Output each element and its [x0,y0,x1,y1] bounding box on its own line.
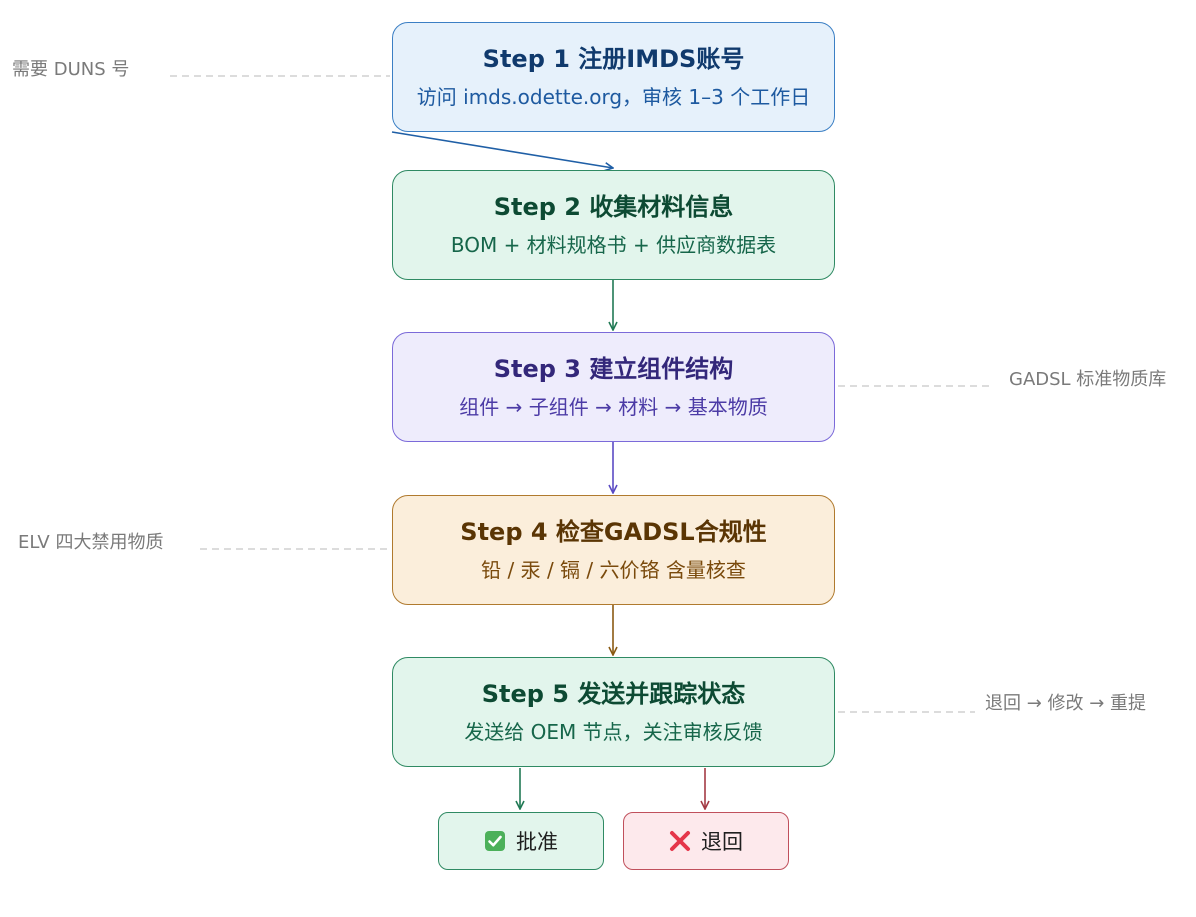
step-2-title: Step 2 收集材料信息 [493,193,734,221]
step-3-subtitle: 组件 → 子组件 → 材料 → 基本物质 [459,395,768,419]
step-5-title: Step 5 发送并跟踪状态 [481,680,746,708]
note-resubmit-loop: 退回 → 修改 → 重提 [985,693,1147,714]
step-4-title: Step 4 检查GADSL合规性 [460,518,767,546]
step-1-subtitle: 访问 imds.odette.org，审核 1–3 个工作日 [416,85,811,109]
reject-label: 退回 [701,830,743,854]
cross-mark-icon [669,830,691,852]
step-2-box: Step 2 收集材料信息 BOM + 材料规格书 + 供应商数据表 [392,170,835,280]
reject-box: 退回 [623,812,789,870]
step-5-subtitle: 发送给 OEM 节点，关注审核反馈 [464,720,763,744]
step-4-subtitle: 铅 / 汞 / 镉 / 六价铬 含量核查 [481,558,746,582]
step-2-subtitle: BOM + 材料规格书 + 供应商数据表 [450,233,777,257]
note-elv-substances: ELV 四大禁用物质 [18,532,164,553]
step-3-box: Step 3 建立组件结构 组件 → 子组件 → 材料 → 基本物质 [392,332,835,442]
step-4-box: Step 4 检查GADSL合规性 铅 / 汞 / 镉 / 六价铬 含量核查 [392,495,835,605]
step-1-title: Step 1 注册IMDS账号 [482,45,745,73]
step-3-title: Step 3 建立组件结构 [493,355,734,383]
note-gadsl-library: GADSL 标准物质库 [1009,369,1167,390]
step-1-box: Step 1 注册IMDS账号 访问 imds.odette.org，审核 1–… [392,22,835,132]
note-duns: 需要 DUNS 号 [12,59,130,80]
step-5-box: Step 5 发送并跟踪状态 发送给 OEM 节点，关注审核反馈 [392,657,835,767]
arrow-step1-to-step2 [391,131,613,168]
approve-box: 批准 [438,812,604,870]
check-mark-icon [484,830,506,852]
approve-label: 批准 [516,830,558,854]
